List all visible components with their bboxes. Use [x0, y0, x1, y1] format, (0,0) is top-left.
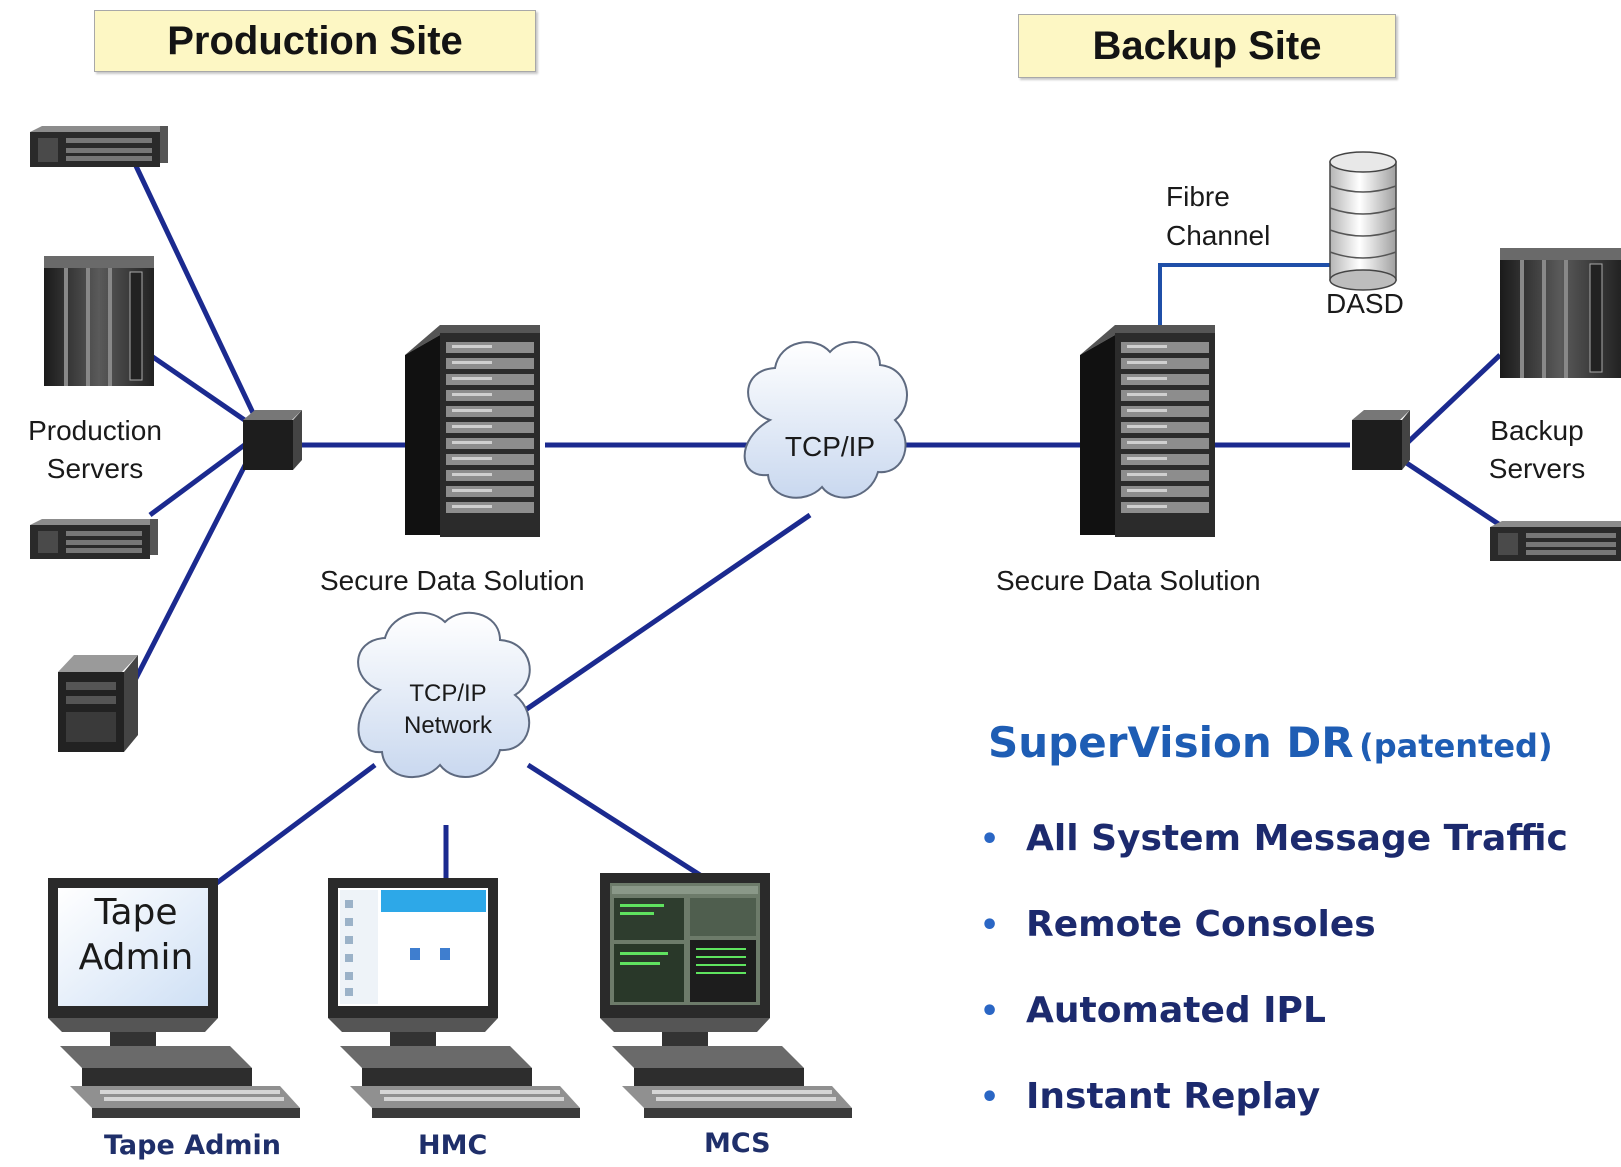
hmc-workstation-icon: [328, 878, 580, 1118]
mainframe-server-icon: [44, 256, 154, 386]
link-mainframe-to-hub: [148, 352, 264, 435]
link-network-to-mcs: [526, 762, 702, 878]
link-hub-to-backup-mainframe: [1403, 353, 1502, 447]
feature-text: All System Message Traffic: [1026, 818, 1568, 859]
tape-admin-workstation-icon: [48, 878, 300, 1118]
switch-hub-icon-right: [1352, 410, 1410, 470]
bullet-icon: •: [980, 908, 1000, 943]
hmc-caption: HMC: [418, 1130, 488, 1161]
bullet-icon: •: [980, 1080, 1000, 1115]
fibre-channel-line: [1158, 263, 1330, 330]
tcpip-cloud-icon: [743, 341, 908, 499]
supervision-title: SuperVision DR (patented): [988, 718, 1553, 767]
feature-item: • All System Message Traffic: [980, 818, 1568, 904]
supervision-title-sub: (patented): [1359, 727, 1553, 765]
feature-text: Remote Consoles: [1026, 904, 1376, 945]
rack-server-icon-top: [30, 126, 168, 167]
tower-server-icon: [58, 655, 138, 752]
feature-item: • Automated IPL: [980, 990, 1568, 1076]
fibre-channel-label: Fibre Channel: [1166, 181, 1271, 251]
link-cloud-to-network: [516, 512, 812, 718]
bullet-icon: •: [980, 994, 1000, 1029]
link-network-to-tape-admin: [208, 762, 377, 891]
feature-text: Instant Replay: [1026, 1076, 1321, 1117]
link-rack-top-to-hub: [133, 164, 265, 434]
production-site-header: Production Site: [94, 10, 536, 72]
switch-hub-icon-left: [243, 410, 302, 470]
tcpip-cloud-label: TCP/IP: [784, 431, 876, 462]
backup-servers-label: Backup Servers: [1488, 415, 1586, 484]
connection-lines: [127, 164, 1502, 891]
secure-data-server-icon-left: [405, 325, 540, 537]
bullet-icon: •: [980, 822, 1000, 857]
supervision-title-main: SuperVision DR: [988, 718, 1354, 767]
feature-item: • Remote Consoles: [980, 904, 1568, 990]
mcs-caption: MCS: [704, 1128, 771, 1159]
feature-text: Automated IPL: [1026, 990, 1326, 1031]
mcs-workstation-icon: [600, 873, 852, 1118]
dasd-storage-icon: [1329, 151, 1397, 291]
secure-data-server-icon-right: [1080, 325, 1215, 537]
link-tower-to-hub: [127, 430, 265, 692]
secure-data-solution-label-left: Secure Data Solution: [320, 565, 585, 596]
tape-admin-caption: Tape Admin: [104, 1130, 282, 1161]
link-hub-to-backup-rack: [1403, 459, 1502, 528]
feature-item: • Instant Replay: [980, 1076, 1568, 1162]
backup-rack-server-icon: [1490, 521, 1621, 561]
backup-site-header: Backup Site: [1018, 14, 1396, 78]
supervision-feature-list: • All System Message Traffic • Remote Cons…: [980, 818, 1568, 1162]
tape-admin-screen-text: Tape Admin: [78, 892, 194, 978]
tcpip-network-cloud-icon: [357, 611, 531, 779]
production-servers-label: Production Servers: [28, 415, 162, 484]
dasd-label: DASD: [1326, 288, 1404, 319]
secure-data-solution-label-right: Secure Data Solution: [996, 565, 1261, 596]
tcpip-network-label: TCP/IP Network: [403, 680, 493, 740]
rack-server-icon-middle: [30, 519, 158, 559]
backup-mainframe-icon: [1500, 248, 1621, 378]
